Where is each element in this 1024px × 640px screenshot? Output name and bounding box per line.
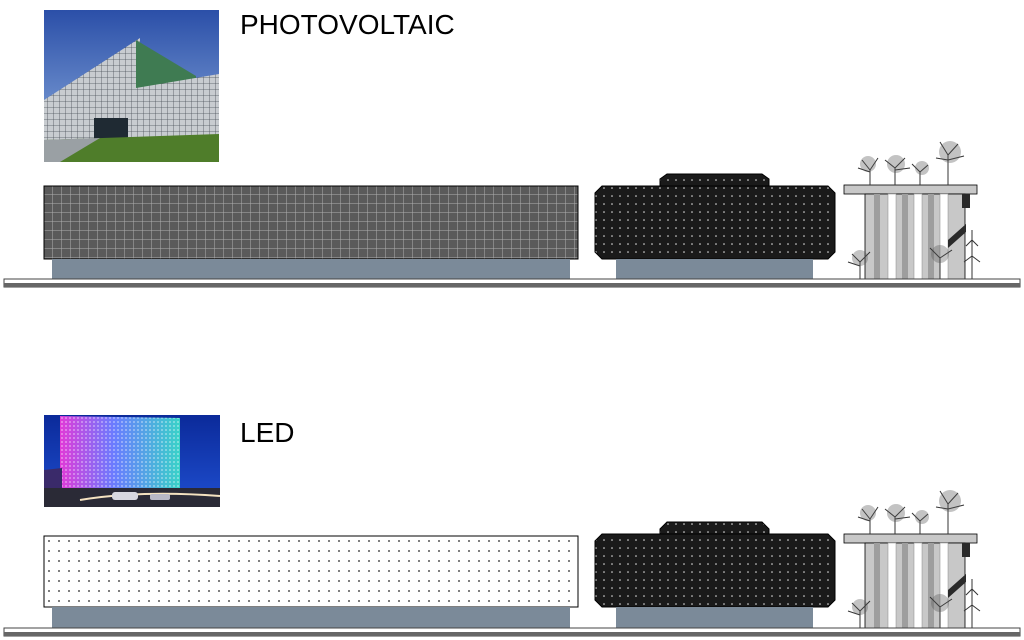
pv-facade-long-volume [43, 185, 579, 260]
dark-pixel-volume-led [594, 521, 836, 628]
long-volume-base-led [52, 607, 570, 628]
section-title-photovoltaic: PHOTOVOLTAIC [240, 9, 455, 40]
led-facade-night-photo [44, 415, 221, 507]
led-facade-long-volume [43, 535, 579, 608]
tower-with-trees [843, 141, 981, 280]
photovoltaic-section: PHOTOVOLTAIC [3, 9, 1021, 288]
dark-volume-base-led [616, 607, 813, 628]
tower-with-trees-led [843, 490, 981, 629]
dark-pixel-volume [594, 173, 836, 279]
led-section: LED [3, 415, 1021, 637]
tree-sketch-icon [847, 141, 981, 279]
dark-volume-base [616, 259, 813, 279]
photovoltaic-building-photo [44, 10, 219, 162]
section-title-led: LED [240, 417, 294, 448]
long-volume-base [52, 259, 570, 279]
tree-sketch-icon [847, 490, 981, 628]
